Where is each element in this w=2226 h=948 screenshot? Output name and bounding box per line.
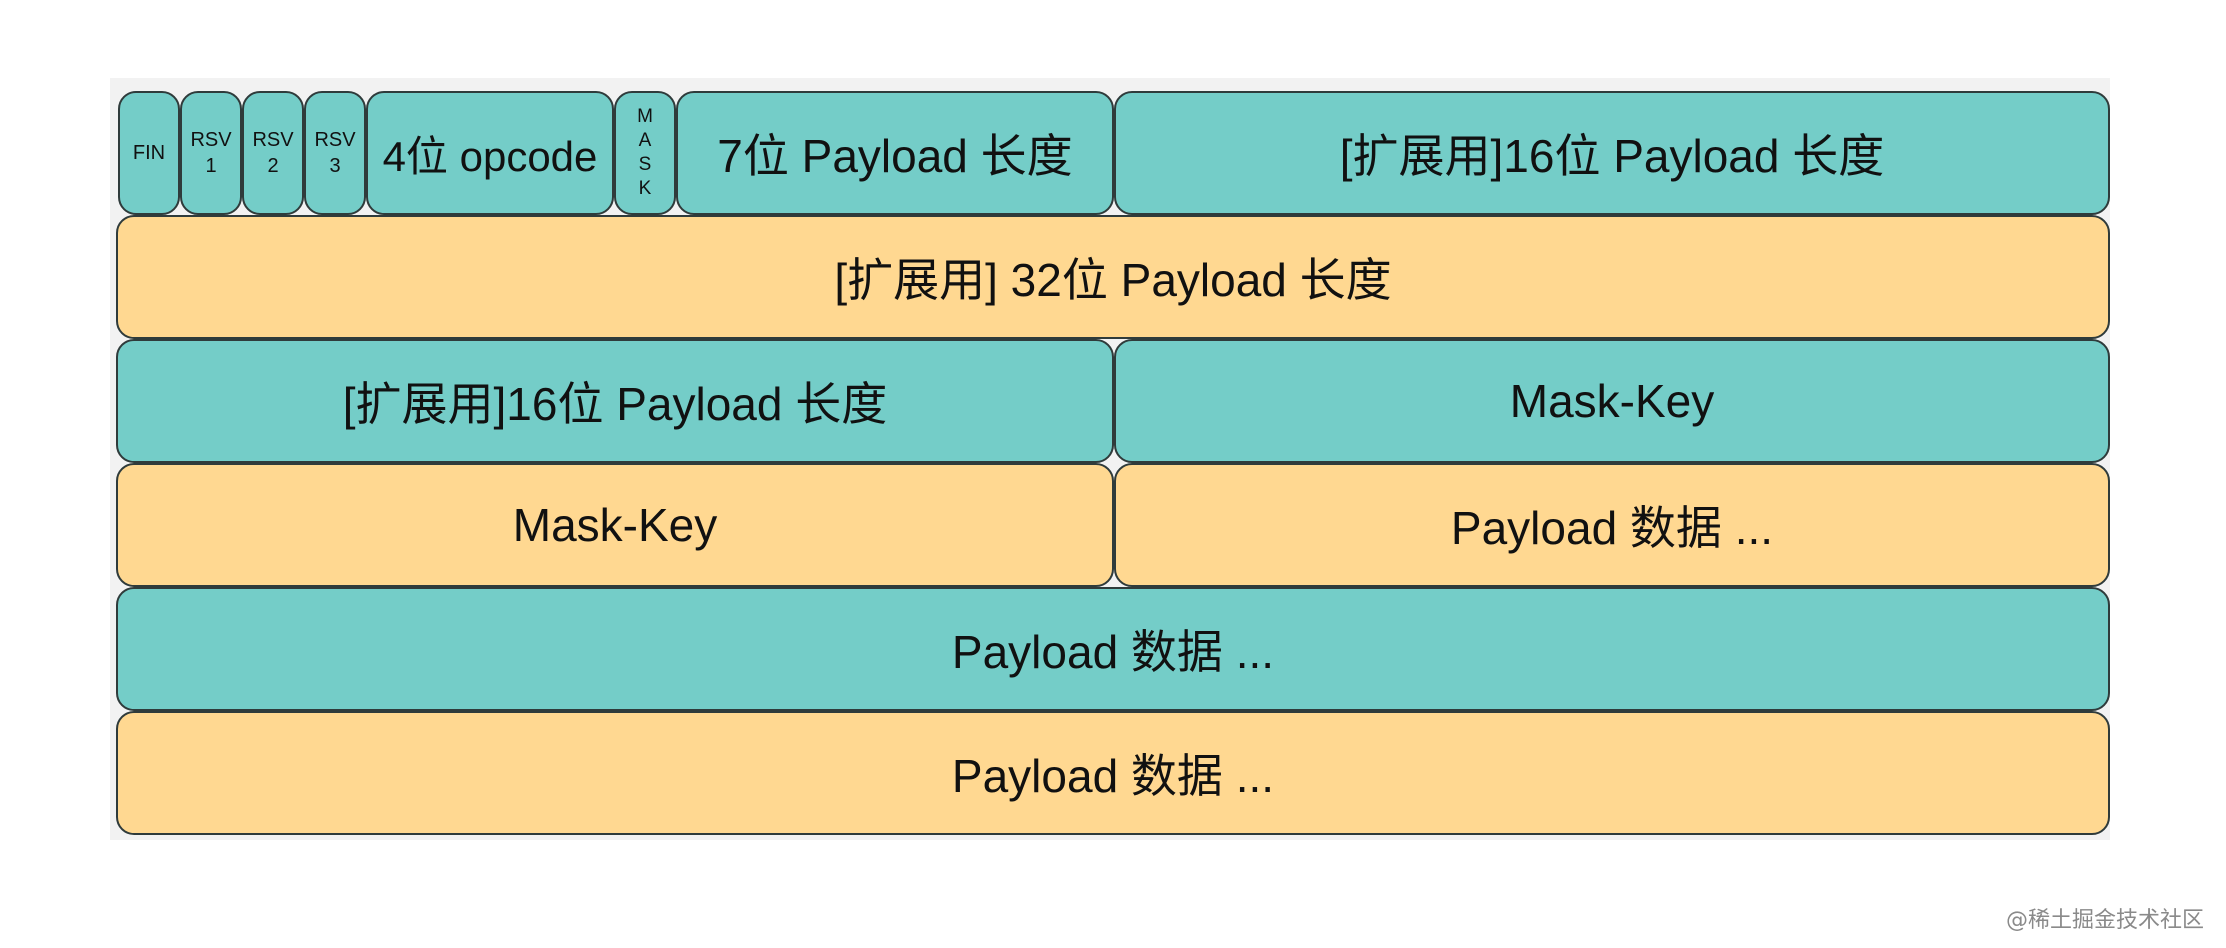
mask-key-field-2: Mask-Key (116, 463, 1114, 587)
ext-payload-len-32-field: [扩展用] 32位 Payload 长度 (116, 215, 2110, 339)
payload-len-7-label: 7位 Payload 长度 (717, 130, 1073, 182)
opcode-label: 4位 opcode (382, 132, 598, 180)
ext-payload-len-16-continued-field: [扩展用]16位 Payload 长度 (116, 339, 1114, 463)
rsv3-label-bottom: 3 (329, 155, 341, 177)
mask-letter-s: S (638, 154, 652, 175)
rsv2-bit: RSV 2 (242, 91, 304, 215)
mask-key-label-1: Mask-Key (1509, 375, 1715, 427)
mask-letter-k: K (638, 178, 652, 199)
watermark: @稀土掘金技术社区 (2005, 908, 2204, 933)
rsv1-label-top: RSV (190, 129, 232, 151)
mask-key-label-2: Mask-Key (512, 499, 718, 551)
payload-data-field-1: Payload 数据 ... (1114, 463, 2110, 587)
ext-payload-len-16-field: [扩展用]16位 Payload 长度 (1114, 91, 2110, 215)
payload-data-field-2: Payload 数据 ... (116, 587, 2110, 711)
ext-payload-len-16-label: [扩展用]16位 Payload 长度 (1339, 130, 1885, 182)
payload-data-label-1: Payload 数据 ... (1450, 502, 1774, 554)
rsv2-label-bottom: 2 (267, 155, 279, 177)
payload-data-label-2: Payload 数据 ... (951, 626, 1275, 678)
websocket-frame-diagram: FIN RSV 1 RSV 2 RSV 3 4位 opcode M A S K … (110, 78, 2110, 840)
ext-payload-len-16-continued-label: [扩展用]16位 Payload 长度 (342, 378, 888, 430)
rsv3-bit: RSV 3 (304, 91, 366, 215)
fin-bit: FIN (118, 91, 180, 215)
ext-payload-len-32-label: [扩展用] 32位 Payload 长度 (834, 254, 1392, 306)
mask-bit: M A S K (614, 91, 676, 215)
opcode-field: 4位 opcode (366, 91, 614, 215)
mask-key-field-1: Mask-Key (1114, 339, 2110, 463)
rsv3-label-top: RSV (314, 129, 356, 151)
rsv1-bit: RSV 1 (180, 91, 242, 215)
mask-letter-m: M (637, 106, 653, 127)
fin-label: FIN (132, 142, 166, 164)
rsv1-label-bottom: 1 (205, 155, 217, 177)
payload-data-field-3: Payload 数据 ... (116, 711, 2110, 835)
payload-len-7-field: 7位 Payload 长度 (676, 91, 1114, 215)
rsv2-label-top: RSV (252, 129, 294, 151)
mask-letter-a: A (638, 130, 652, 151)
payload-data-label-3: Payload 数据 ... (951, 750, 1275, 802)
